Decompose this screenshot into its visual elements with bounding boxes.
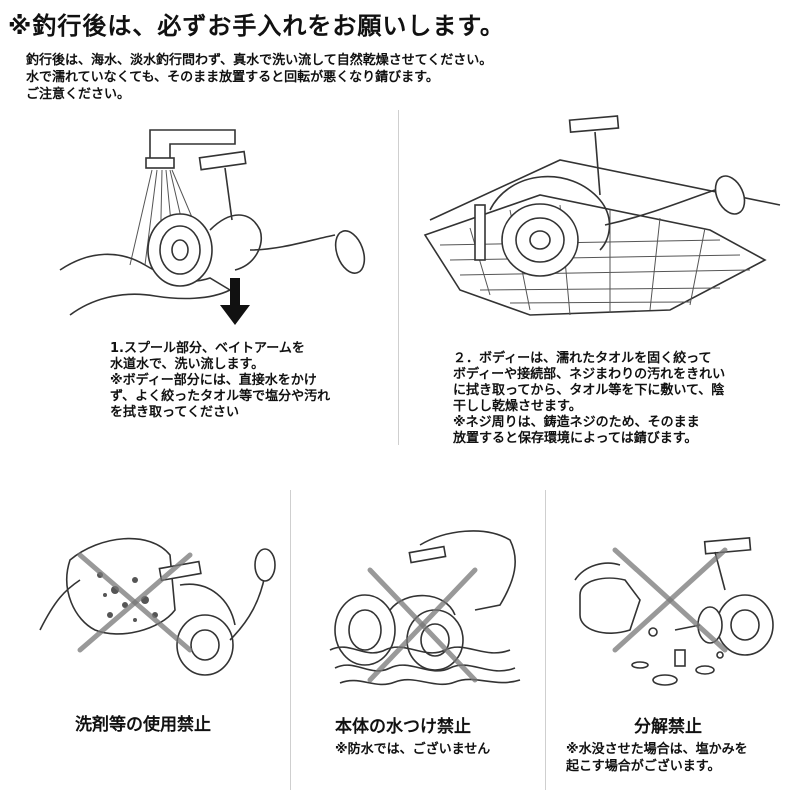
prohibition-note-submerge: ※防水では、ございません: [335, 741, 490, 758]
step-1-line: ※ボディー部分には、直接水をかけ: [110, 373, 317, 388]
prohibition-note-line: ※防水では、ございません: [335, 742, 491, 757]
prohibition-note-disassembly: ※水没させた場合は、塩かみを 起こす場合がございます。: [566, 741, 748, 775]
step-1-line: 1.スプール部分、ベイトアームを: [110, 341, 305, 356]
prohibition-divider-2: [545, 490, 546, 790]
prohibition-label-submerge: 本体の水つけ禁止: [335, 717, 471, 737]
prohibition-label-detergent: 洗剤等の使用禁止: [75, 715, 211, 735]
prohibition-note-line: ※水没させた場合は、塩かみを: [566, 742, 748, 757]
disassembly-prohibited-illustration: [574, 536, 774, 686]
step-1-caption: 1.スプール部分、ベイトアームを 水道水で、洗い流します。 ※ボディー部分には、…: [110, 341, 330, 421]
submerge-prohibited-illustration: [329, 530, 521, 686]
intro-text: 釣行後は、海水、淡水釣行問わず、真水で洗い流して自然乾燥させてください。 水で濡…: [26, 52, 492, 103]
prohibition-label-disassembly: 分解禁止: [634, 717, 702, 737]
intro-line: 水で濡れていなくても、そのまま放置すると回転が悪くなり錆びます。: [26, 70, 439, 85]
prohibition-note-line: 起こす場合がございます。: [566, 759, 721, 774]
step-2-line: ボディーや接続部、ネジまわりの汚れをきれい: [453, 367, 726, 382]
page-title: ※釣行後は、必ずお手入れをお願いします。: [8, 12, 505, 40]
intro-line: 釣行後は、海水、淡水釣行問わず、真水で洗い流して自然乾燥させてください。: [26, 53, 493, 68]
step-1-line: ず、よく絞ったタオル等で塩分や汚れ: [110, 389, 331, 404]
step-2-line: に拭き取ってから、タオル等を下に敷いて、陰: [453, 383, 725, 398]
step-2-line: 干しし乾燥させます。: [453, 399, 582, 414]
step-1-line: 水道水で、洗い流します。: [110, 357, 265, 372]
reel-rinse-under-faucet-illustration: [59, 129, 366, 325]
step-2-caption: ２．ボディーは、濡れたタオルを固く絞って ボディーや接続部、ネジまわりの汚れをき…: [453, 351, 725, 447]
step-2-line: 放置すると保存環境によっては錆びます。: [453, 431, 698, 446]
section-divider-vertical: [398, 110, 399, 445]
reel-on-towel-illustration: [423, 115, 781, 316]
step-2-line: ２．ボディーは、濡れたタオルを固く絞って: [453, 351, 712, 366]
step-2-line: ※ネジ周りは、鋳造ネジのため、そのまま: [453, 415, 700, 430]
intro-line: ご注意ください。: [26, 87, 131, 102]
prohibition-divider-1: [290, 490, 291, 790]
detergent-prohibited-illustration: [39, 537, 276, 676]
step-1-line: を拭き取ってください: [110, 405, 239, 420]
